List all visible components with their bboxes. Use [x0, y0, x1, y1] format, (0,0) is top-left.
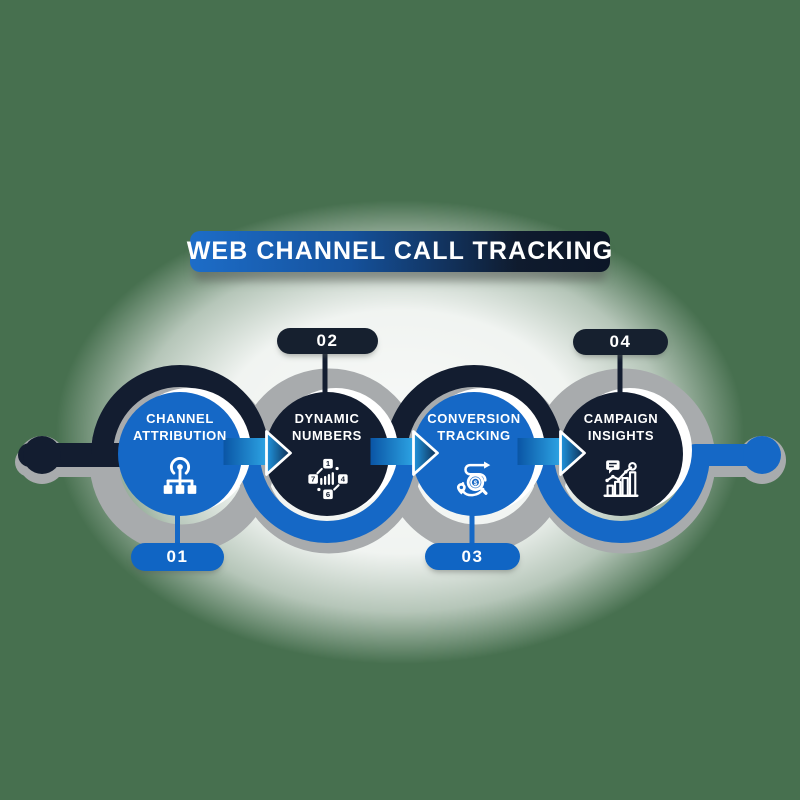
step-circles	[118, 392, 683, 516]
step-2-icon-wrap: 1 7 4 6	[305, 456, 351, 502]
campaign-insights-icon	[603, 460, 639, 498]
step-2-label-line2: NUMBERS	[292, 428, 362, 443]
dynamic-numbers-icon: 1 7 4 6	[308, 458, 348, 500]
svg-text:4: 4	[341, 474, 346, 483]
step-3-over-arc	[385, 365, 563, 455]
step-2-number: 02	[316, 331, 339, 350]
step-3-icon-wrap: $	[451, 456, 497, 502]
step-4-number: 04	[609, 332, 632, 351]
step-1-over-arc	[91, 365, 269, 455]
page-title: WEB CHANNEL CALL TRACKING	[186, 237, 614, 265]
step-1-label-line2: ATTRIBUTION	[133, 428, 227, 443]
step-2-circle	[265, 392, 389, 516]
arrow-head-icon	[265, 430, 292, 476]
step-4-icon-wrap	[598, 456, 644, 502]
step-3-label: CONVERSION TRACKING	[399, 410, 549, 444]
step-2-label-line1: DYNAMIC	[294, 411, 360, 426]
step-3-number-badge: 03	[425, 543, 520, 570]
step-4-label: CAMPAIGN INSIGHTS	[546, 410, 696, 444]
step-1-circle	[118, 392, 242, 516]
step-1-icon-wrap	[157, 456, 203, 502]
step-4-label-line2: INSIGHTS	[587, 428, 655, 443]
arrow-3-4	[517, 430, 586, 476]
arrow-band	[370, 438, 416, 465]
step-4-number-badge: 04	[573, 329, 668, 355]
step-1-number-badge: 01	[131, 543, 224, 571]
step-4-circle	[559, 392, 683, 516]
blue-ribbon	[238, 436, 781, 543]
attribution-network-icon	[163, 457, 197, 494]
step-4-under-arc	[532, 453, 710, 543]
step-3-circle	[412, 392, 536, 516]
step-3-label-line2: TRACKING	[437, 428, 511, 443]
svg-text:$: $	[474, 480, 478, 487]
svg-text:6: 6	[326, 490, 330, 499]
step-2-number-badge: 02	[277, 328, 378, 354]
conversion-tracking-icon: $	[456, 461, 491, 497]
arrow-band	[517, 438, 563, 465]
title-banner: WEB CHANNEL CALL TRACKING	[187, 231, 612, 272]
svg-text:7: 7	[311, 474, 315, 483]
svg-text:1: 1	[326, 459, 331, 468]
step-1-label: CHANNEL ATTRIBUTION	[105, 410, 255, 444]
step-2-under-arc	[238, 453, 416, 543]
arrow-band	[223, 438, 269, 465]
step-3-number: 03	[461, 546, 484, 566]
step-3-label-line1: CONVERSION	[427, 411, 521, 426]
arrow-1-2	[223, 430, 292, 476]
flow-arrows	[223, 430, 586, 476]
step-2-label: DYNAMIC NUMBERS	[252, 410, 402, 444]
right-end-dot	[743, 436, 781, 474]
step-1-label-line1: CHANNEL	[146, 411, 214, 426]
step-4-label-line1: CAMPAIGN	[583, 411, 659, 426]
arrow-head-icon	[559, 430, 586, 476]
arrow-2-3	[370, 430, 439, 476]
arrow-head-icon	[412, 430, 439, 476]
left-end-dot	[23, 436, 61, 474]
step-1-number: 01	[166, 547, 189, 566]
navy-ribbon	[18, 365, 563, 474]
